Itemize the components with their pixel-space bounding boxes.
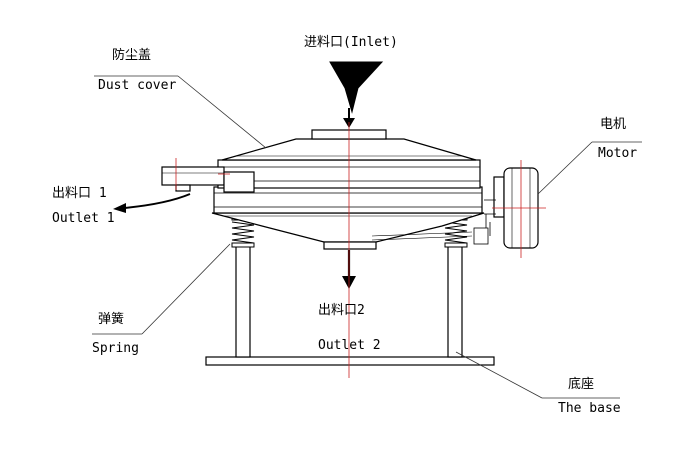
spring-label-en: Spring xyxy=(92,341,139,356)
inlet-label: 进料口(Inlet) xyxy=(304,35,398,50)
center-lines xyxy=(175,122,546,378)
outlet1-arrow-head xyxy=(113,203,126,213)
outlet2-label-cn: 出料口2 xyxy=(318,303,365,318)
inlet-funnel xyxy=(329,61,384,114)
outlet1-spout xyxy=(161,166,255,193)
base-label-cn: 底座 xyxy=(568,377,595,392)
motor-label-en: Motor xyxy=(598,146,638,161)
leader-lines xyxy=(92,75,642,399)
motor-label-cn: 电机 xyxy=(600,117,627,132)
outlet2-label-en: Outlet 2 xyxy=(318,338,381,353)
base-label-en: The base xyxy=(558,401,621,416)
outlet1-label-en: Outlet 1 xyxy=(52,211,115,226)
outlet1-arrow-curve xyxy=(123,193,191,209)
base-frame xyxy=(205,244,495,366)
outlet1-label-cn: 出料口 1 xyxy=(52,186,107,201)
spring-label-cn: 弹簧 xyxy=(98,312,125,327)
lower-cone xyxy=(211,212,485,250)
dust-cover-label-en: Dust cover xyxy=(98,78,177,93)
dust-cover-label-cn: 防尘盖 xyxy=(112,48,152,63)
